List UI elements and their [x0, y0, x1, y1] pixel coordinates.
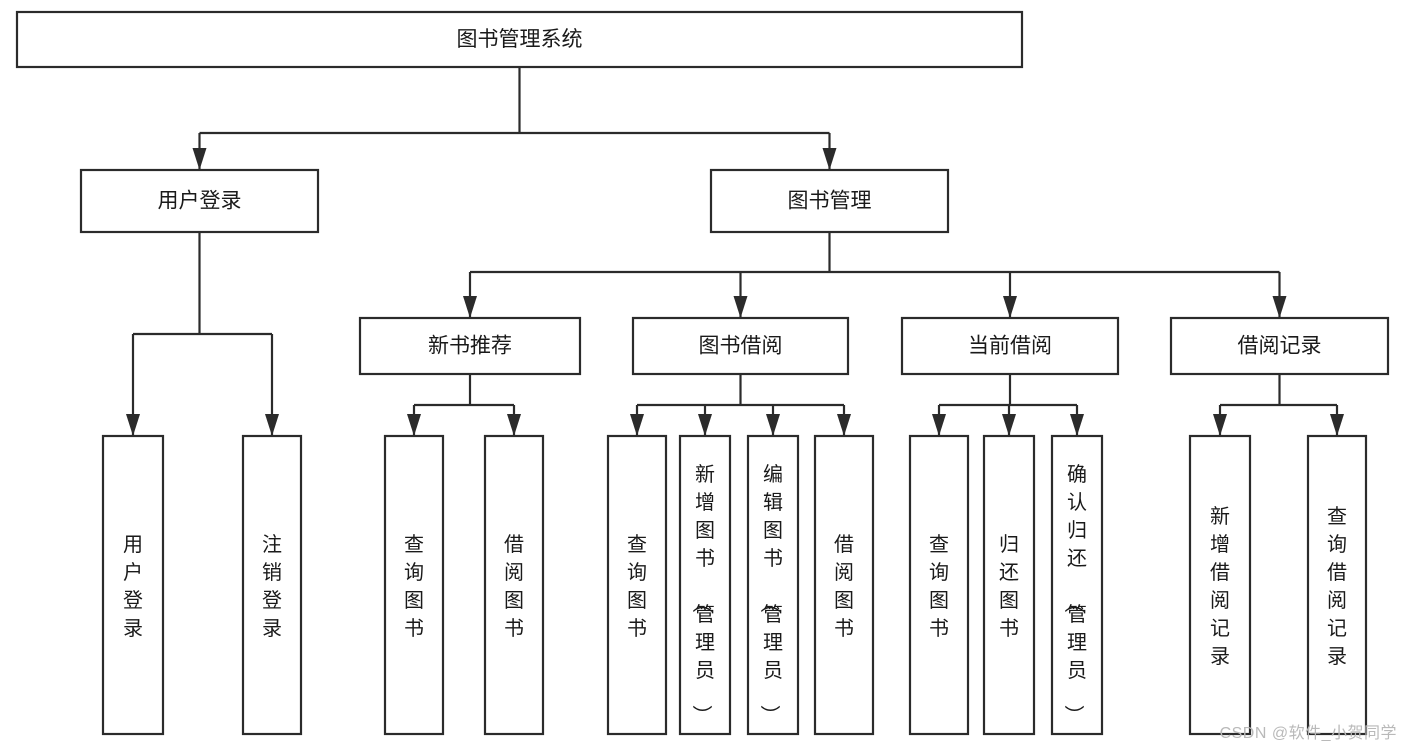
leaf-current-borrow-2-label: 确认归还（管理员）	[1062, 463, 1087, 725]
leaf-book-borrow-arrow-1	[698, 414, 712, 436]
node-current-borrow-box[interactable]	[900, 316, 1120, 376]
leaf-book-borrow-arrow-0	[630, 414, 644, 436]
leaf-book-borrow-1[interactable]: 新增图书（管理员）	[678, 434, 732, 736]
leaf-user-login-1[interactable]: 注销登录	[241, 434, 303, 736]
leaf-new-books-1-box[interactable]	[483, 434, 545, 736]
csdn-watermark: CSDN @软件_小贺同学	[1219, 725, 1397, 742]
leaf-user-login-1-label: 注销登录	[262, 533, 282, 640]
leaf-book-borrow-3-box[interactable]	[813, 434, 875, 736]
node-current-borrow-label: 当前借阅	[968, 335, 1052, 358]
leaf-borrow-records-1[interactable]: 查询借阅记录	[1306, 434, 1368, 736]
bookmgmt-to-l3-arrow-1	[733, 296, 748, 318]
bookmgmt-to-l3-arrow-0	[463, 296, 477, 318]
node-new-book-recommend-box[interactable]	[358, 316, 582, 376]
leaf-current-borrow-arrow-2	[1070, 414, 1084, 436]
leaf-book-borrow-2-label: 编辑图书（管理员）	[758, 463, 783, 725]
leaf-user-login-0[interactable]: 用户登录	[101, 434, 165, 736]
node-root-book-system[interactable]: 图书管理系统	[15, 10, 1024, 69]
leaf-current-borrow-1-box[interactable]	[982, 434, 1036, 736]
node-root-book-system-label: 图书管理系统	[457, 28, 583, 51]
leaf-user-login-0-label: 用户登录	[123, 534, 143, 640]
leaf-current-borrow-0-box[interactable]	[908, 434, 970, 736]
leaf-book-borrow-3[interactable]: 借阅图书	[813, 434, 875, 736]
node-book-borrow-label: 图书借阅	[699, 335, 783, 358]
leaf-current-borrow-0[interactable]: 查询图书	[908, 434, 970, 736]
node-new-book-recommend[interactable]: 新书推荐	[358, 316, 582, 376]
leaf-new-books-arrow-0	[407, 414, 421, 436]
leaf-book-borrow-2[interactable]: 编辑图书（管理员）	[746, 434, 800, 736]
leaf-book-borrow-3-label: 借阅图书	[834, 533, 854, 640]
node-user-login[interactable]: 用户登录	[79, 168, 320, 234]
leaf-new-books-0-label: 查询图书	[404, 533, 424, 640]
bookmgmt-to-l3-arrow-2	[1003, 296, 1017, 318]
leaf-borrow-records-1-label: 查询借阅记录	[1327, 505, 1347, 668]
leaf-borrow-records-arrow-0	[1213, 414, 1227, 436]
leaf-current-borrow-2-box[interactable]	[1050, 434, 1104, 736]
leaf-user-login-0-box[interactable]	[101, 434, 165, 736]
connectors-layer	[126, 67, 1344, 436]
node-root-book-system-box[interactable]	[15, 10, 1024, 69]
leaf-user-login-arrow-1	[265, 414, 279, 436]
node-new-book-recommend-label: 新书推荐	[428, 335, 512, 358]
node-current-borrow[interactable]: 当前借阅	[900, 316, 1120, 376]
node-book-management-box[interactable]	[709, 168, 950, 234]
leaf-book-borrow-1-label: 新增图书（管理员）	[690, 463, 715, 725]
leaf-new-books-arrow-1	[507, 414, 521, 436]
leaf-book-borrow-0-box[interactable]	[606, 434, 668, 736]
node-book-borrow[interactable]: 图书借阅	[631, 316, 850, 376]
leaf-new-books-0[interactable]: 查询图书	[383, 434, 445, 736]
node-borrow-records-label: 借阅记录	[1238, 335, 1322, 358]
leaf-book-borrow-1-box[interactable]	[678, 434, 732, 736]
leaf-current-borrow-arrow-1	[1002, 414, 1016, 436]
node-borrow-records-box[interactable]	[1169, 316, 1390, 376]
leaf-current-borrow-1-label: 归还图书	[999, 533, 1019, 640]
leaf-book-borrow-2-box[interactable]	[746, 434, 800, 736]
node-book-management-label: 图书管理	[788, 190, 872, 213]
leaf-borrow-records-1-box[interactable]	[1306, 434, 1368, 736]
leaf-current-borrow-1[interactable]: 归还图书	[982, 434, 1036, 736]
leaf-new-books-1[interactable]: 借阅图书	[483, 434, 545, 736]
leaf-current-borrow-arrow-0	[932, 414, 946, 436]
nodes-layer: 图书管理系统用户登录图书管理新书推荐图书借阅当前借阅借阅记录用户登录注销登录查询…	[15, 10, 1390, 736]
node-user-login-label: 用户登录	[158, 190, 242, 213]
leaf-borrow-records-0-label: 新增借阅记录	[1210, 505, 1230, 668]
root-to-l2-arrow-0	[192, 148, 207, 170]
node-book-management[interactable]: 图书管理	[709, 168, 950, 234]
node-user-login-box[interactable]	[79, 168, 320, 234]
node-borrow-records[interactable]: 借阅记录	[1169, 316, 1390, 376]
leaf-borrow-records-arrow-1	[1330, 414, 1344, 436]
leaf-current-borrow-0-label: 查询图书	[929, 533, 949, 640]
node-book-borrow-box[interactable]	[631, 316, 850, 376]
leaf-user-login-1-box[interactable]	[241, 434, 303, 736]
leaf-current-borrow-2[interactable]: 确认归还（管理员）	[1050, 434, 1104, 736]
leaf-borrow-records-0[interactable]: 新增借阅记录	[1188, 434, 1252, 736]
leaf-new-books-1-label: 借阅图书	[504, 533, 524, 640]
leaf-book-borrow-arrow-3	[837, 414, 851, 436]
leaf-book-borrow-0[interactable]: 查询图书	[606, 434, 668, 736]
leaf-borrow-records-0-box[interactable]	[1188, 434, 1252, 736]
leaf-book-borrow-0-label: 查询图书	[627, 533, 647, 640]
bookmgmt-to-l3-arrow-3	[1272, 296, 1287, 318]
leaf-user-login-arrow-0	[126, 414, 140, 436]
leaf-new-books-0-box[interactable]	[383, 434, 445, 736]
leaf-book-borrow-arrow-2	[766, 414, 780, 436]
root-to-l2-arrow-1	[822, 148, 837, 170]
